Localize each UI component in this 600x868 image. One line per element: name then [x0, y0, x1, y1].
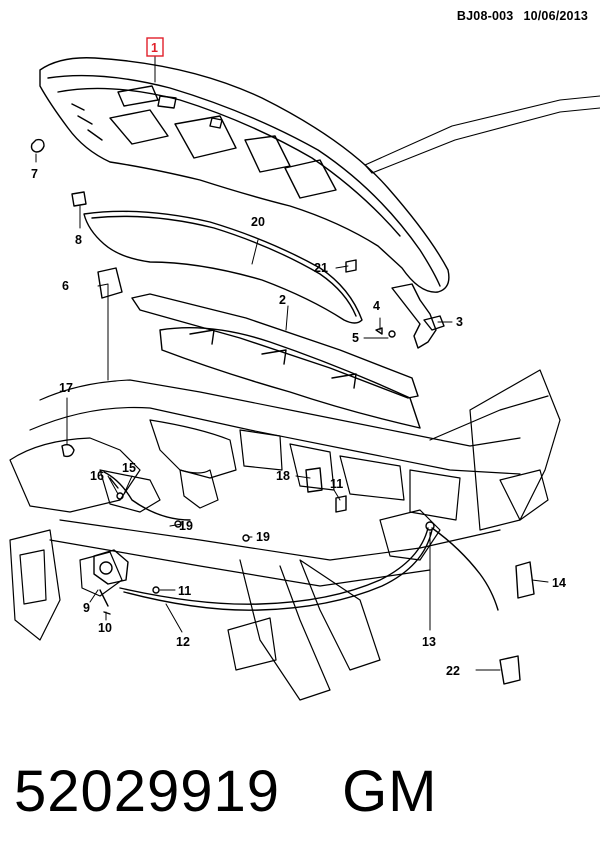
diagram-reference: BJ08-003 10/06/2013 [447, 9, 588, 23]
small-fasteners [30, 138, 535, 685]
cowl-panel [131, 293, 421, 429]
callout-2: 2 [279, 293, 286, 307]
part-number: 52029919 [14, 759, 281, 824]
callout-21: 21 [314, 261, 328, 275]
callout-20: 20 [251, 215, 265, 229]
callout-leaders [35, 55, 549, 671]
callout-10: 10 [98, 621, 112, 635]
hood-panel [39, 57, 450, 293]
callout-4: 4 [373, 299, 380, 313]
diagram-date: 10/06/2013 [523, 9, 588, 23]
highlighted-callout-box [146, 37, 164, 57]
callout-12: 12 [176, 635, 190, 649]
hood-latch [93, 549, 129, 615]
callout-11-upper: 11 [330, 477, 343, 491]
callout-22: 22 [446, 664, 460, 678]
callout-17: 17 [59, 381, 73, 395]
callout-1: 1 [151, 41, 158, 55]
callout-8: 8 [75, 233, 82, 247]
part-number-caption: 52029919 GM [14, 758, 438, 825]
callout-19-right: 19 [256, 530, 270, 544]
diagram-id: BJ08-003 [456, 9, 514, 23]
callout-7: 7 [31, 167, 38, 181]
exploded-parts-diagram: 1 7 8 20 21 6 2 4 3 5 17 18 16 15 11 19 … [9, 37, 600, 701]
hood-hinge [388, 283, 445, 349]
windshield-outline [364, 95, 600, 174]
callout-13: 13 [422, 635, 436, 649]
engine-compartment [9, 369, 561, 701]
hood-prop-rod [103, 471, 191, 521]
callout-6: 6 [62, 279, 69, 293]
brand-name: GM [342, 759, 438, 824]
hood-release-cable [119, 521, 499, 611]
callout-11-lower: 11 [178, 584, 191, 598]
callout-5: 5 [352, 331, 359, 345]
callout-9: 9 [83, 601, 90, 615]
callout-19-left: 19 [179, 519, 193, 533]
callout-14: 14 [552, 576, 566, 590]
callout-numbers: 1 7 8 20 21 6 2 4 3 5 17 18 16 15 11 19 … [31, 41, 566, 678]
callout-15: 15 [122, 461, 136, 475]
callout-16: 16 [90, 469, 104, 483]
callout-3: 3 [456, 315, 463, 329]
callout-18: 18 [276, 469, 290, 483]
hood-insulator [83, 210, 363, 324]
